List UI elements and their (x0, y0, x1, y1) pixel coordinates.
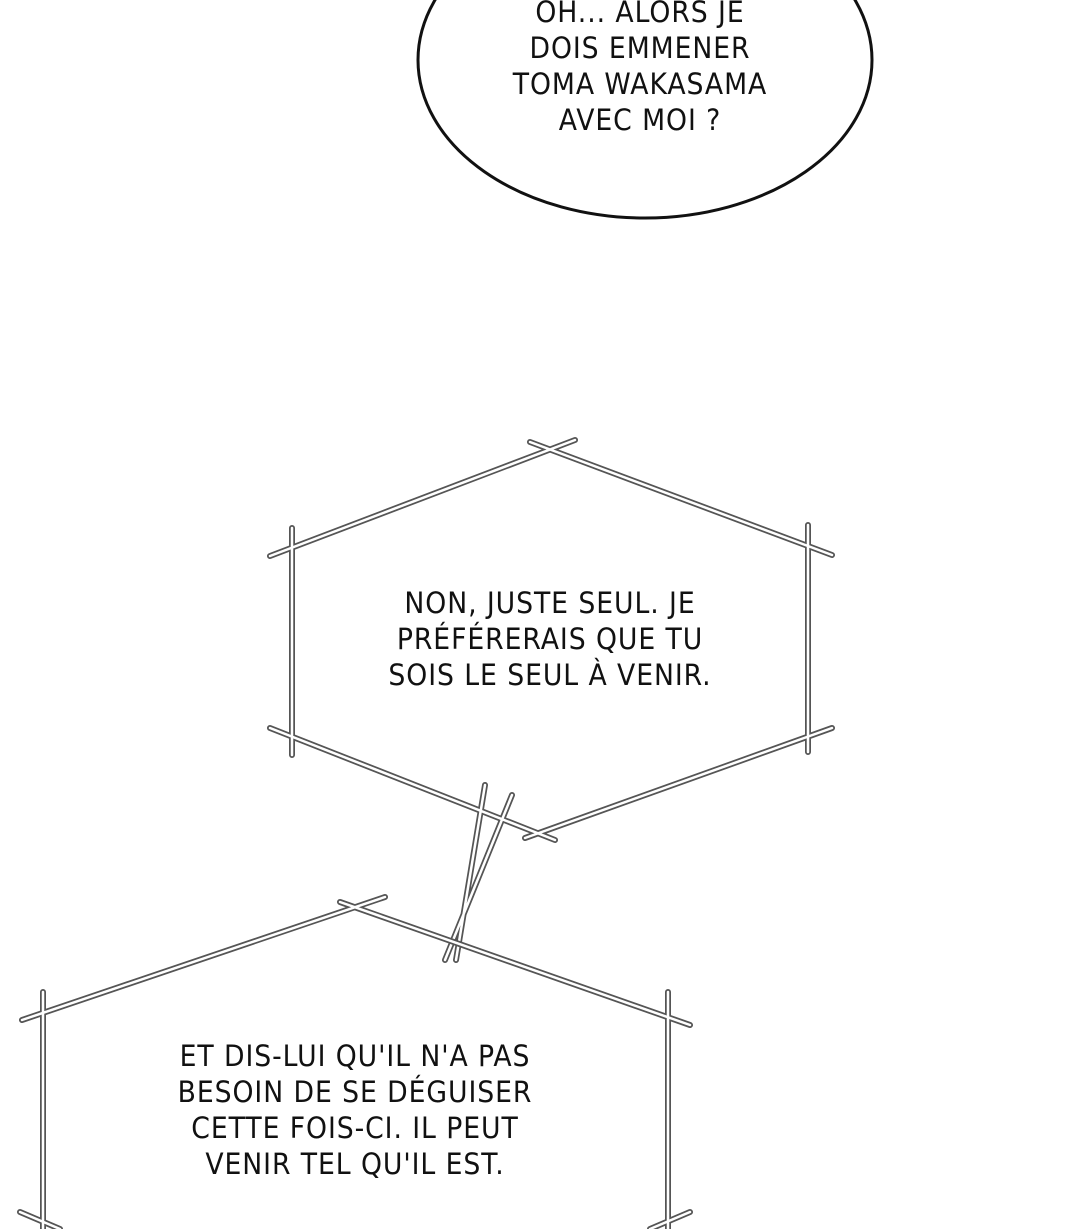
text-line: BESOIN DE SE DÉGUISER (177, 1075, 533, 1109)
text-line: VENIR TEL QU'IL EST. (205, 1147, 505, 1181)
hexagon-bubble-frame-2 (17, 894, 693, 1229)
speech-bubble-3-text: ET DIS-LUI QU'IL N'A PAS BESOIN DE SE DÉ… (111, 1038, 599, 1182)
text-line: TOMA WAKASAMA (512, 67, 768, 101)
text-line: NON, JUSTE SEUL. JE (404, 586, 696, 620)
text-line: OH... ALORS JE (535, 0, 745, 29)
text-line: DOIS EMMENER (529, 31, 751, 65)
speech-bubble-2-text: NON, JUSTE SEUL. JE PRÉFÉRERAIS QUE TU S… (348, 585, 753, 693)
text-line: AVEC MOI ? (558, 103, 722, 137)
text-line: SOIS LE SEUL À VENIR. (388, 658, 712, 692)
text-line: PRÉFÉRERAIS QUE TU (396, 622, 704, 656)
speech-bubble-1-text: OH... ALORS JE DOIS EMMENER TOMA WAKASAM… (493, 0, 787, 138)
text-line: ET DIS-LUI QU'IL N'A PAS (179, 1039, 531, 1073)
speech-bubble-ellipse (416, 0, 874, 220)
hexagon-bubble-frame-1 (267, 437, 835, 963)
text-line: CETTE FOIS-CI. IL PEUT (191, 1111, 519, 1145)
